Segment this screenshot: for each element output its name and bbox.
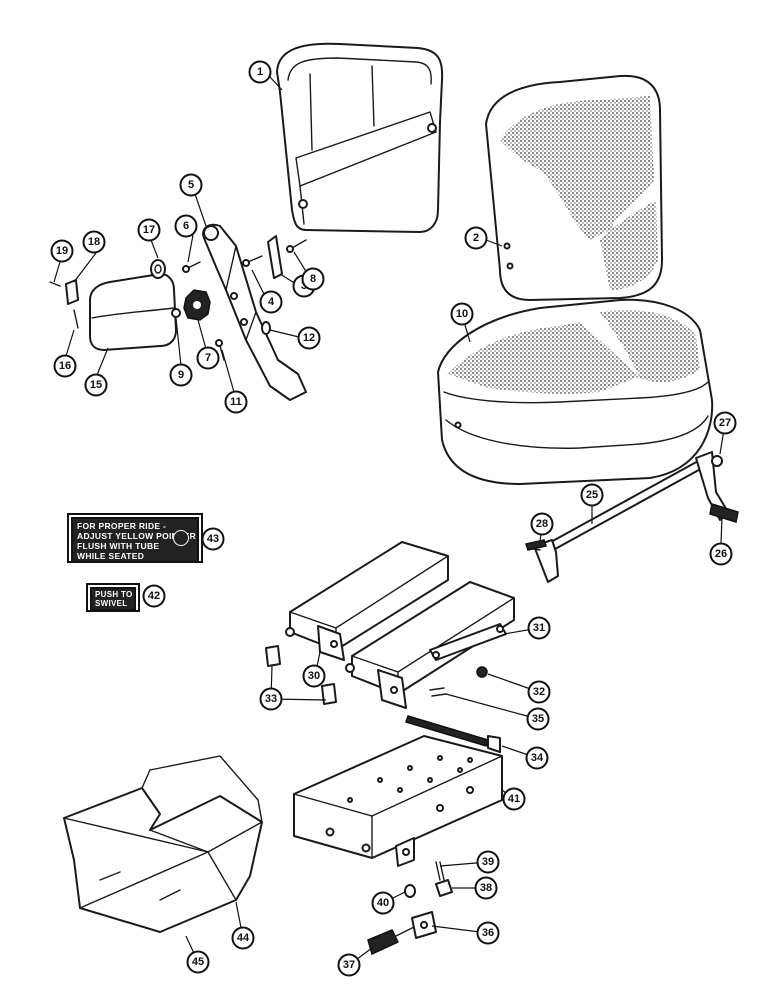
seat-back-frame xyxy=(276,42,444,233)
callout-27: 27 xyxy=(713,411,737,435)
svg-text:19: 19 xyxy=(56,245,68,257)
svg-text:45: 45 xyxy=(192,956,204,968)
callout-40: 40 xyxy=(371,891,395,915)
callout-18: 18 xyxy=(82,230,106,254)
decal-line-1: FOR PROPER RIDE - xyxy=(77,521,167,531)
callout-32: 32 xyxy=(527,680,551,704)
swivel-line-1: PUSH TO xyxy=(95,590,133,599)
pointer-dot-icon xyxy=(173,530,189,546)
svg-text:12: 12 xyxy=(303,332,315,344)
callout-9: 9 xyxy=(169,363,193,387)
swivel-lever xyxy=(525,451,739,583)
svg-text:40: 40 xyxy=(377,897,389,909)
callout-8: 8 xyxy=(301,267,325,291)
callout-35: 35 xyxy=(526,707,550,731)
callout-26: 26 xyxy=(709,542,733,566)
decal-line-2: ADJUST YELLOW POINTER xyxy=(77,531,197,541)
svg-text:42: 42 xyxy=(148,590,160,602)
callout-45: 45 xyxy=(186,950,210,974)
svg-text:2: 2 xyxy=(473,232,479,244)
callout-2: 2 xyxy=(464,226,488,250)
armrest-pad xyxy=(89,273,177,351)
svg-text:10: 10 xyxy=(456,308,468,320)
rail-hardware xyxy=(265,623,507,753)
svg-text:15: 15 xyxy=(90,379,102,391)
svg-text:34: 34 xyxy=(531,752,544,764)
decal-line-4: WHILE SEATED xyxy=(77,551,145,561)
callout-11: 11 xyxy=(224,390,248,414)
svg-text:25: 25 xyxy=(586,489,598,501)
swivel-decal: PUSH TO SWIVEL xyxy=(86,583,140,612)
svg-text:1: 1 xyxy=(257,66,263,78)
callout-43: 43 xyxy=(201,527,225,551)
callout-15: 15 xyxy=(84,373,108,397)
seat-skirt xyxy=(63,755,263,933)
svg-text:17: 17 xyxy=(143,224,155,236)
callout-10: 10 xyxy=(450,302,474,326)
seat-rails xyxy=(285,541,515,709)
adjustment-knob xyxy=(183,289,211,321)
svg-text:28: 28 xyxy=(536,518,548,530)
svg-text:36: 36 xyxy=(482,927,494,939)
svg-text:5: 5 xyxy=(188,179,194,191)
callout-19: 19 xyxy=(50,239,74,263)
ride-adjust-decal: FOR PROPER RIDE - ADJUST YELLOW POINTER … xyxy=(67,513,203,563)
callout-5: 5 xyxy=(179,173,203,197)
callout-30: 30 xyxy=(302,664,326,688)
callout-41: 41 xyxy=(502,787,526,811)
callout-34: 34 xyxy=(525,746,549,770)
svg-text:7: 7 xyxy=(205,352,211,364)
callout-1: 1 xyxy=(248,60,272,84)
armrest-bracket xyxy=(202,223,307,401)
callout-44: 44 xyxy=(231,926,255,950)
callout-39: 39 xyxy=(476,850,500,874)
svg-text:16: 16 xyxy=(59,360,71,372)
svg-text:4: 4 xyxy=(268,296,275,308)
callout-7: 7 xyxy=(196,346,220,370)
svg-text:9: 9 xyxy=(178,369,184,381)
svg-text:44: 44 xyxy=(237,932,250,944)
decal-line-3: FLUSH WITH TUBE xyxy=(77,541,160,551)
callout-42: 42 xyxy=(142,584,166,608)
svg-text:26: 26 xyxy=(715,548,727,560)
callout-16: 16 xyxy=(53,354,77,378)
latch-hardware xyxy=(367,861,453,956)
seat-back-cushion xyxy=(485,74,663,301)
callout-12: 12 xyxy=(297,326,321,350)
callout-31: 31 xyxy=(527,616,551,640)
swivel-base-plate xyxy=(293,735,503,867)
callout-33: 33 xyxy=(259,687,283,711)
seat-bottom-cushion xyxy=(437,298,714,485)
svg-text:38: 38 xyxy=(480,882,492,894)
callout-38: 38 xyxy=(474,876,498,900)
callout-6: 6 xyxy=(174,214,198,238)
svg-text:27: 27 xyxy=(719,417,731,429)
svg-text:30: 30 xyxy=(308,670,320,682)
callout-17: 17 xyxy=(137,218,161,242)
svg-text:6: 6 xyxy=(183,220,189,232)
callout-25: 25 xyxy=(580,483,604,507)
callout-36: 36 xyxy=(476,921,500,945)
svg-text:41: 41 xyxy=(508,793,520,805)
hardware-parts xyxy=(49,235,307,361)
swivel-line-2: SWIVEL xyxy=(95,599,128,608)
callout-28: 28 xyxy=(530,512,554,536)
svg-text:33: 33 xyxy=(265,693,277,705)
svg-text:35: 35 xyxy=(532,713,544,725)
svg-text:8: 8 xyxy=(310,273,316,285)
svg-text:43: 43 xyxy=(207,533,219,545)
svg-text:37: 37 xyxy=(343,959,355,971)
svg-text:32: 32 xyxy=(533,686,545,698)
callout-4: 4 xyxy=(259,290,283,314)
callout-37: 37 xyxy=(337,953,361,977)
svg-text:18: 18 xyxy=(88,236,100,248)
svg-text:11: 11 xyxy=(230,396,242,408)
svg-text:39: 39 xyxy=(482,856,494,868)
svg-text:31: 31 xyxy=(533,622,545,634)
